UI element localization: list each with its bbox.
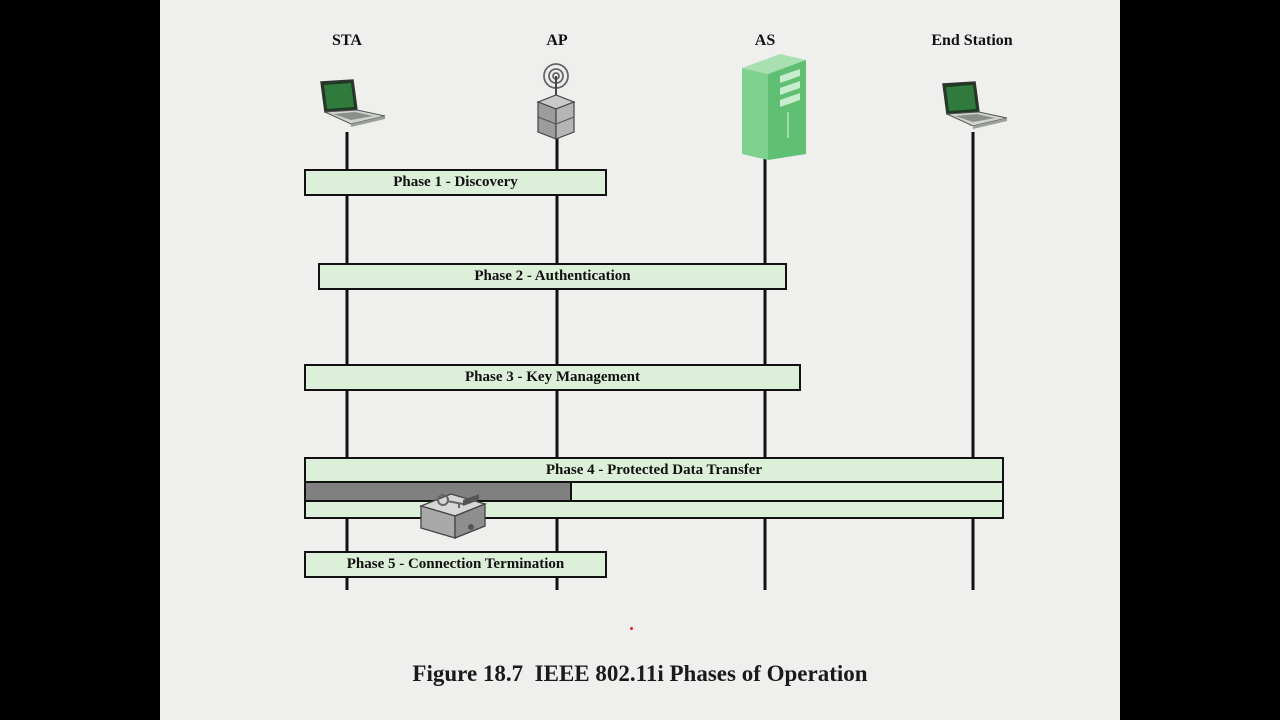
phase-2-box: Phase 2 - Authentication xyxy=(318,263,787,290)
access-point-icon xyxy=(536,63,576,140)
phase-4-box: Phase 4 - Protected Data Transfer xyxy=(304,457,1004,483)
entity-label-ap: AP xyxy=(546,32,568,49)
slide-canvas: STA AP AS End Station xyxy=(160,0,1120,720)
server-icon xyxy=(742,54,806,160)
entity-label-sta: STA xyxy=(332,32,362,49)
laptop-icon xyxy=(320,79,386,127)
lifeline-end-station xyxy=(971,132,975,590)
figure-caption: Figure 18.7 IEEE 802.11i Phases of Opera… xyxy=(412,661,868,686)
lifeline-sta xyxy=(345,132,349,590)
laser-pointer-dot xyxy=(630,627,633,630)
laptop-icon xyxy=(942,81,1008,129)
phase-5-box: Phase 5 - Connection Termination xyxy=(304,551,607,578)
key-device-icon xyxy=(419,493,487,539)
phase-3-box: Phase 3 - Key Management xyxy=(304,364,801,391)
phase-1-box: Phase 1 - Discovery xyxy=(304,169,607,196)
entity-label-as: AS xyxy=(754,32,776,49)
lifeline-ap xyxy=(555,132,559,590)
entity-label-end-station: End Station xyxy=(931,32,1013,49)
phase-4-strip-lower xyxy=(304,500,1004,519)
